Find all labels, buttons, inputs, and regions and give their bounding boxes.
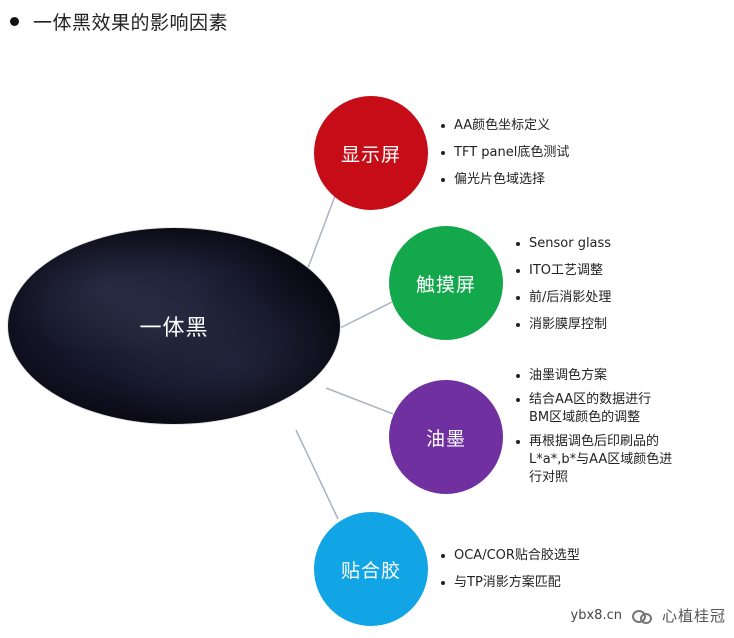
- center-node: 一体黑: [8, 228, 340, 424]
- factor-node-label: 油墨: [425, 427, 466, 450]
- list-item: TFT panel底色测试: [441, 144, 569, 162]
- connector-line-2: [339, 301, 393, 329]
- factor-node-label: 触摸屏: [415, 273, 476, 296]
- factor-node-ink: 油墨: [389, 380, 503, 494]
- factor-items-adhesive: OCA/COR贴合胶选型 与TP消影方案匹配: [441, 547, 580, 601]
- factor-items-touchscreen: Sensor glass ITO工艺调整 前/后消影处理 消影膜厚控制: [516, 235, 611, 343]
- list-item: 再根据调色后印刷品的 L*a*,b*与AA区域颜色进 行对照: [516, 433, 672, 487]
- factor-items-ink: 油墨调色方案 结合AA区的数据进行 BM区域颜色的调整 再根据调色后印刷品的 L…: [516, 367, 672, 493]
- list-item: ITO工艺调整: [516, 262, 611, 280]
- factor-node-display: 显示屏: [314, 96, 428, 210]
- list-item: 偏光片色域选择: [441, 171, 569, 189]
- list-item: 消影膜厚控制: [516, 316, 611, 334]
- list-item: 与TP消影方案匹配: [441, 574, 580, 592]
- watermark-name: 心植桂冠: [661, 607, 726, 625]
- factor-node-label: 显示屏: [340, 143, 401, 166]
- center-node-label: 一体黑: [139, 316, 209, 341]
- title-bullet-icon: [10, 16, 19, 26]
- list-item: 前/后消影处理: [516, 289, 611, 307]
- wechat-icon: [631, 608, 652, 624]
- factor-node-adhesive: 贴合胶: [314, 512, 428, 626]
- watermark-site: ybx8.cn: [570, 608, 622, 623]
- factor-items-display: AA颜色坐标定义 TFT panel底色测试 偏光片色域选择: [441, 117, 569, 198]
- list-item: Sensor glass: [516, 235, 611, 253]
- list-item: 油墨调色方案: [516, 367, 672, 385]
- title-text: 一体黑效果的影响因素: [33, 11, 229, 34]
- list-item: 结合AA区的数据进行 BM区域颜色的调整: [516, 391, 672, 427]
- list-item: OCA/COR贴合胶选型: [441, 547, 580, 565]
- list-item: AA颜色坐标定义: [441, 117, 569, 135]
- slide-title: 一体黑效果的影响因素: [10, 6, 228, 36]
- connector-line-4: [295, 429, 339, 520]
- watermark: ybx8.cn 心植桂冠: [571, 605, 726, 626]
- factor-node-touchscreen: 触摸屏: [389, 226, 503, 340]
- factor-node-label: 贴合胶: [340, 559, 401, 582]
